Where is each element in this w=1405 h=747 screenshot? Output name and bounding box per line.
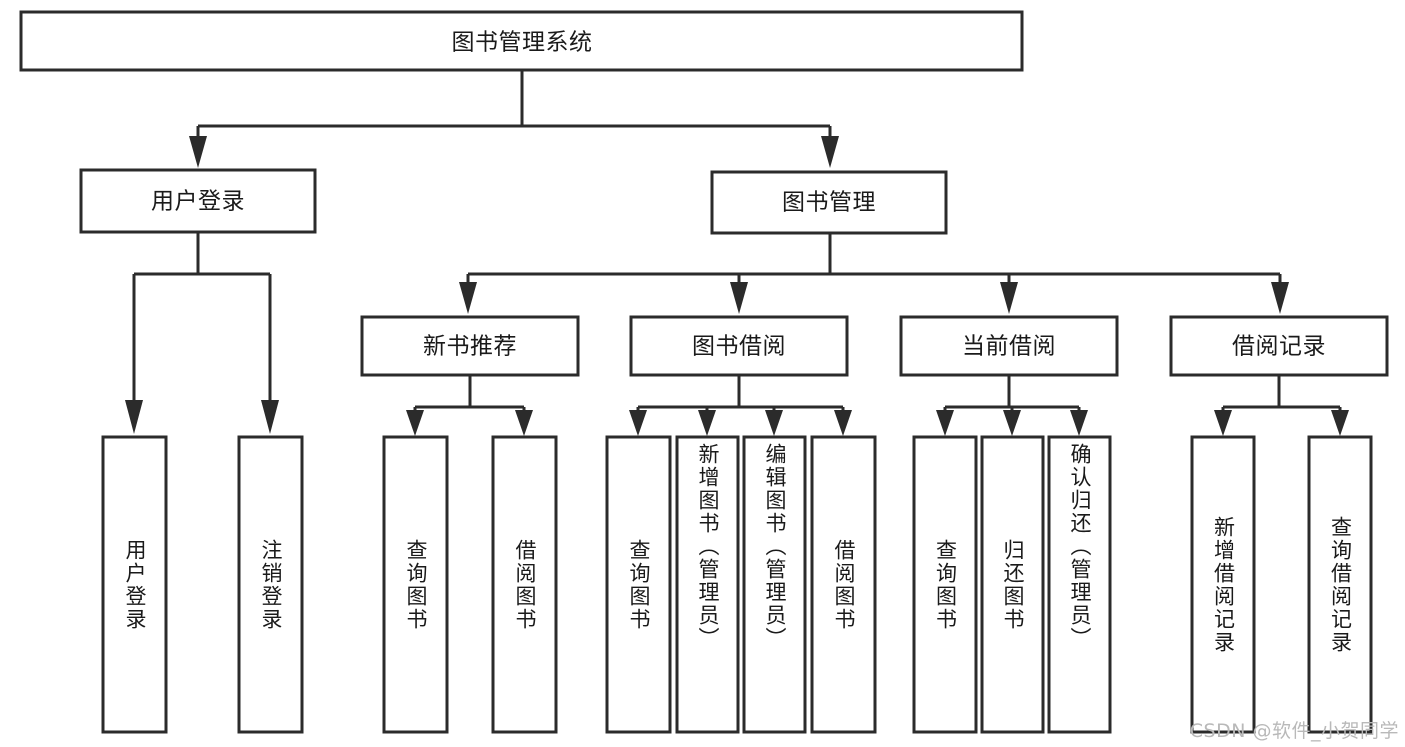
node-book-mgmt-label: 图书管理 (782, 190, 876, 216)
arrow-head-leaf-bb-1 (629, 410, 647, 436)
node-user-login-box[interactable] (79, 168, 317, 234)
node-new-book-recommend-label: 新书推荐 (423, 334, 517, 360)
arrow-head-leaf-cb-2 (1003, 410, 1021, 436)
leaf-box-br-1[interactable] (1190, 435, 1256, 734)
connector-group-current-borrow (936, 375, 1088, 436)
connector-group-root (189, 71, 839, 168)
arrow-head-leaf-nbr-1 (406, 410, 424, 436)
node-current-borrow-box[interactable] (899, 315, 1119, 377)
node-borrow-record-label: 借阅记录 (1232, 334, 1326, 360)
connector-group-book-borrow (629, 375, 852, 436)
arrow-head-new-book-recommend (459, 282, 477, 314)
leaf-box-bb-4[interactable] (810, 435, 877, 734)
arrow-head-leaf-cb-3 (1070, 410, 1088, 436)
node-new-book-recommend-box[interactable] (360, 315, 580, 377)
leaf-box-nbr-2[interactable] (491, 435, 558, 734)
arrow-head-borrow-record (1271, 282, 1289, 314)
connector-group-book-mgmt (459, 233, 1289, 314)
node-book-mgmt-box[interactable] (710, 170, 948, 235)
node-current-borrow-label: 当前借阅 (962, 334, 1056, 360)
arrow-head-leaf-nbr-2 (515, 410, 533, 436)
node-root-box[interactable] (19, 10, 1024, 72)
arrow-head-leaf-user-login-2 (261, 400, 279, 434)
arrow-head-current-borrow (1000, 282, 1018, 314)
leaf-box-bb-1[interactable] (605, 435, 672, 734)
leaf-box-user-login-2[interactable] (237, 435, 304, 734)
node-borrow-record-box[interactable] (1169, 315, 1389, 377)
connector-group-user-login (125, 233, 279, 434)
arrow-head-book-mgmt (821, 136, 839, 168)
arrow-head-leaf-bb-3 (765, 410, 783, 436)
node-book-borrow-label: 图书借阅 (692, 334, 786, 360)
watermark-text: CSDN @软件_小贺同学 (1189, 720, 1399, 742)
leaf-box-cb-3[interactable] (1047, 435, 1112, 734)
node-root-label: 图书管理系统 (452, 30, 593, 56)
arrow-head-user-login (189, 136, 207, 168)
leaf-box-cb-1[interactable] (912, 435, 978, 734)
leaf-box-cb-2[interactable] (980, 435, 1045, 734)
arrow-head-leaf-bb-4 (834, 410, 852, 436)
arrow-head-leaf-cb-1 (936, 410, 954, 436)
connector-group-new-book-recommend (406, 375, 533, 436)
arrow-head-leaf-bb-2 (698, 410, 716, 436)
arrow-head-leaf-br-1 (1214, 410, 1232, 436)
leaf-box-br-2[interactable] (1307, 435, 1373, 734)
node-book-borrow-box[interactable] (629, 315, 849, 377)
arrow-head-book-borrow (730, 282, 748, 314)
arrow-head-leaf-br-2 (1331, 410, 1349, 436)
leaf-box-bb-2[interactable] (675, 435, 740, 734)
connector-group-borrow-record (1214, 375, 1349, 436)
leaf-box-nbr-1[interactable] (382, 435, 449, 734)
leaf-box-user-login-1[interactable] (101, 435, 168, 734)
node-user-login-label: 用户登录 (151, 189, 245, 215)
arrow-head-leaf-user-login-1 (125, 400, 143, 434)
leaf-box-bb-3[interactable] (742, 435, 807, 734)
